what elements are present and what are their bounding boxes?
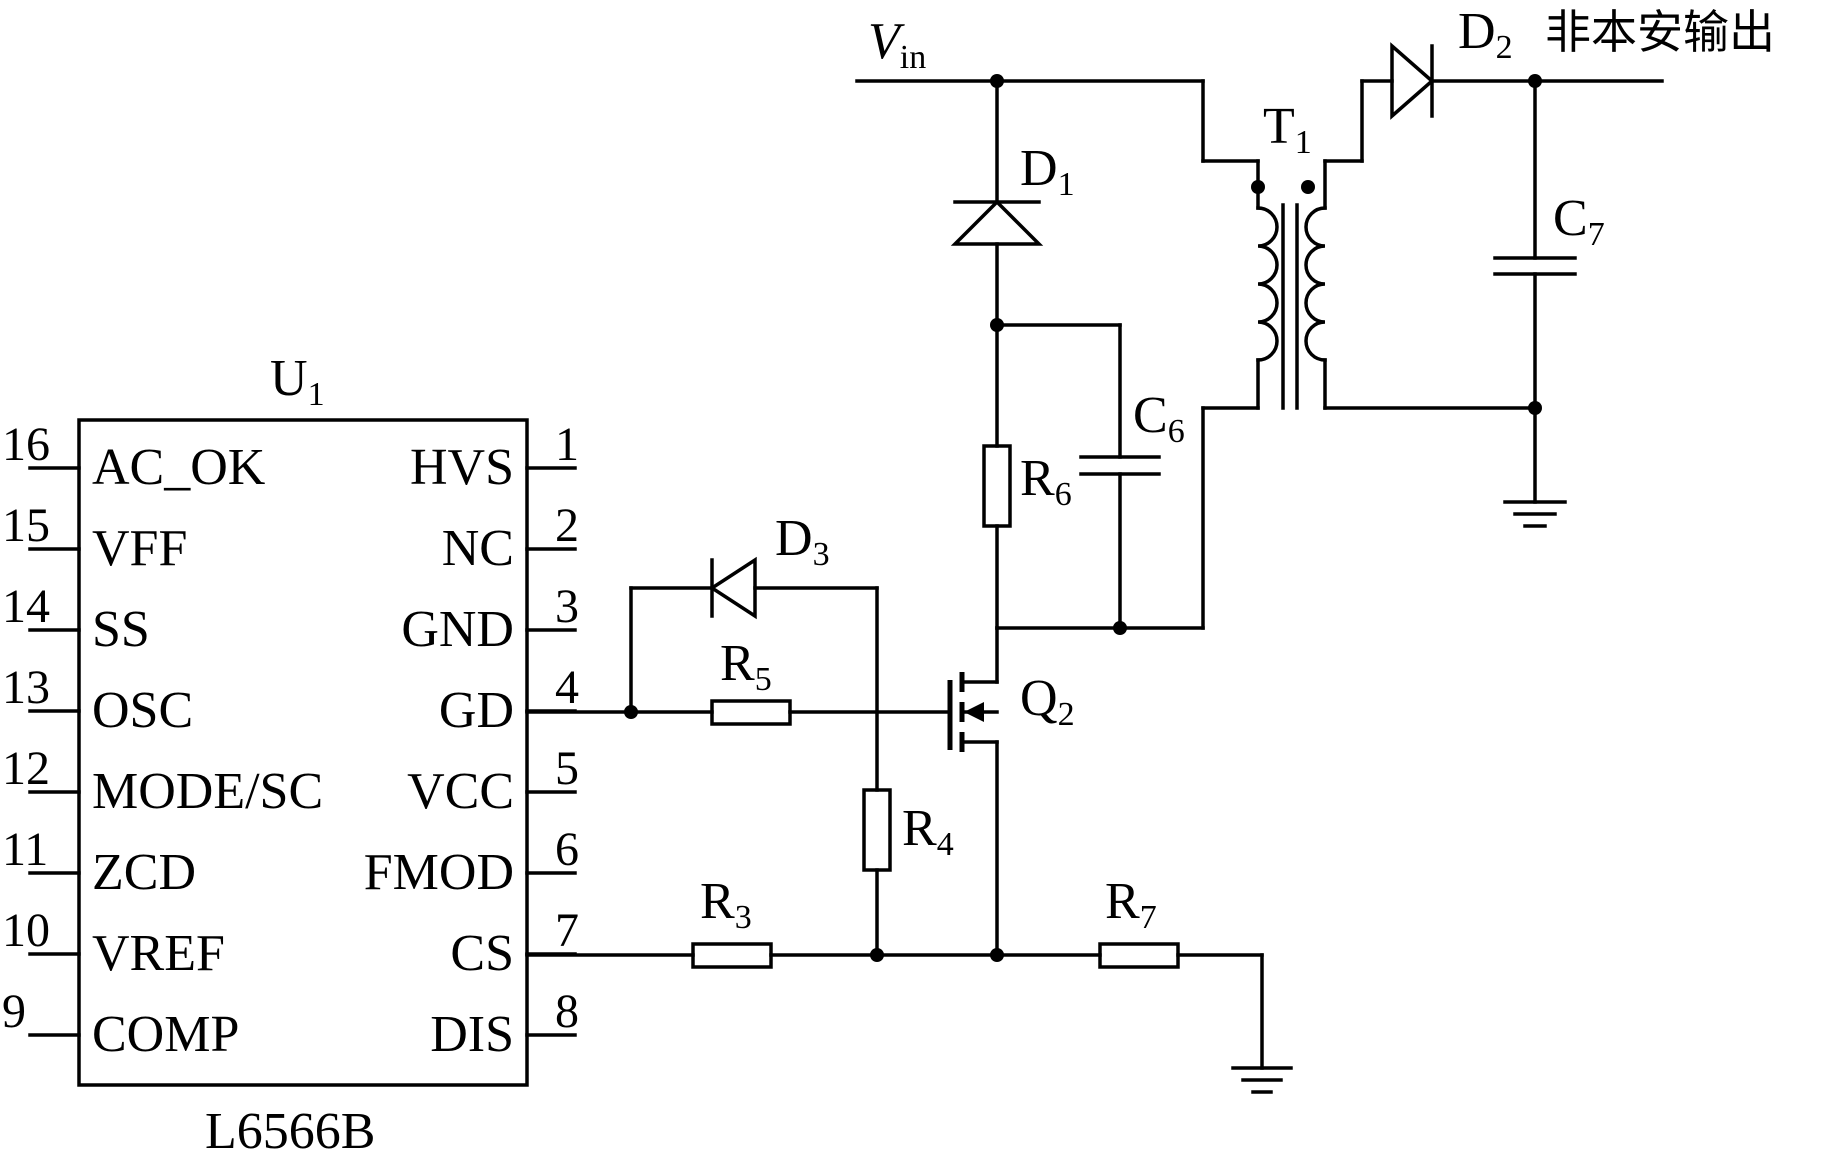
pin-name: VFF [92,520,187,577]
pin-number: 3 [555,580,579,633]
pin-name: VREF [92,925,225,982]
pin-name: HVS [410,439,514,496]
r5-label: R5 [720,635,772,698]
gate-drive-network: R5 D3 R4 R3 R7 [525,510,1293,1094]
junction-dot [870,948,884,962]
pin-number: 14 [2,580,50,633]
pin-name: GD [439,682,514,739]
r3-label: R3 [700,873,752,936]
ic-part-number: L6566B [205,1103,375,1160]
ic-ref: U1 [270,350,325,413]
r7-label: R7 [1105,873,1157,936]
ground-icon [1231,1066,1293,1094]
ic-pin-16: 16 AC_OK [2,418,266,496]
ic-pin-8: 8 DIS [430,985,579,1063]
t1-label: T1 [1263,98,1312,161]
pin-number: 1 [555,418,579,471]
polarity-dot [1301,180,1315,194]
transformer-t1: T1 [1201,79,1537,410]
pin-number: 11 [2,823,48,876]
pin-number: 7 [555,904,579,957]
r4-label: R4 [902,800,954,863]
junction-dot [1113,621,1127,635]
ic-body [77,418,529,1087]
vin-label: Vin [868,13,926,76]
pin-name: SS [92,601,150,658]
d1-label: D1 [1020,140,1075,203]
pin-number: 16 [2,418,50,471]
resistor-r4 [862,788,892,872]
ic-pin-7: 7 CS [450,904,579,982]
output-stage: D2 非本安输出 C7 [1360,3,1775,528]
resistor-r3 [691,942,773,969]
d2-label: D2 [1458,3,1513,66]
pin-name: ZCD [92,844,196,901]
ic-pin-4: 4 GD [439,661,579,739]
pin-name: CS [450,925,514,982]
ic-pin-14: 14 SS [2,580,150,658]
ic-pin-11: 11 ZCD [2,823,196,901]
pin-number: 6 [555,823,579,876]
junction-dot [624,705,638,719]
ic-right-pins: 1 HVS 2 NC 3 GND 4 GD 5 VCC 6 FMOD 7 CS 8 DIS [364,418,579,1063]
pin-name: MODE/SC [92,763,323,820]
secondary-winding [1304,206,1327,362]
primary-winding [1256,206,1279,362]
pin-number: 10 [2,904,50,957]
ic-pin-12: 12 MODE/SC [2,742,323,820]
pin-number: 15 [2,499,50,552]
pin-name: OSC [92,682,193,739]
diode-d3 [708,556,757,620]
snubber-network: Vin D1 R6 C6 [855,13,1205,635]
polarity-dot [1251,180,1265,194]
resistor-r5 [710,699,792,726]
diode-d2 [1390,42,1435,120]
ic-pin-2: 2 NC [442,499,579,577]
output-label: 非本安输出 [1545,5,1775,59]
ic-pin-6: 6 FMOD [364,823,579,901]
pin-name: NC [442,520,514,577]
q2-label: Q2 [1020,670,1075,733]
pin-name: GND [401,601,514,658]
ic-pin-15: 15 VFF [2,499,187,577]
c6-label: C6 [1133,387,1185,450]
pin-number: 4 [555,661,579,714]
resistor-r6 [982,444,1012,528]
d3-label: D3 [775,510,830,573]
pin-number: 5 [555,742,579,795]
pin-number: 8 [555,985,579,1038]
resistor-r7 [1098,942,1180,969]
pin-name: DIS [430,1006,514,1063]
pin-name: VCC [407,763,514,820]
diode-d1 [950,199,1044,246]
pin-number: 13 [2,661,50,714]
ic-pin-1: 1 HVS [410,418,579,496]
ic-pin-10: 10 VREF [2,904,225,982]
ic-pin-3: 3 GND [401,580,579,658]
ground-icon [1503,500,1567,528]
ic-pin-5: 5 VCC [407,742,579,820]
pin-number: 12 [2,742,50,795]
mosfet-q2: Q2 [947,626,1075,957]
c7-label: C7 [1553,190,1605,253]
ic-pin-9: 9 COMP [2,985,239,1063]
pin-name: FMOD [364,844,514,901]
junction-dot [1528,401,1542,415]
ic-left-pins: 16 AC_OK 15 VFF 14 SS 13 OSC 12 MODE/SC 11 ZCD 10 VRE… [2,418,323,1063]
pin-number: 9 [2,985,26,1038]
pin-number: 2 [555,499,579,552]
pin-name: COMP [92,1006,239,1063]
ic-pin-13: 13 OSC [2,661,193,739]
pin-name: AC_OK [92,439,266,496]
r6-label: R6 [1020,450,1072,513]
